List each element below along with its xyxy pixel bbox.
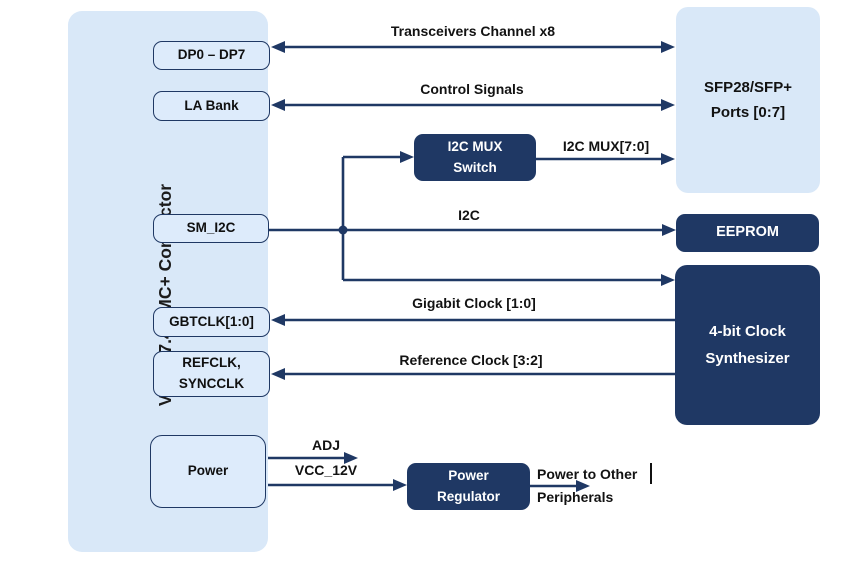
control-signals-arrow	[271, 99, 675, 111]
gigabit-clock-label: Gigabit Clock [1:0]	[412, 295, 536, 311]
i2c-mux-bus-arrow	[536, 153, 675, 165]
sfp-ports-block: SFP28/SFP+ Ports [0:7]	[676, 7, 820, 193]
power-regulator-block: Power Regulator	[407, 463, 530, 510]
vcc-12v-arrow	[266, 479, 407, 491]
i2c-label: I2C	[458, 207, 480, 223]
port-power: Power	[150, 435, 266, 508]
text-cursor	[650, 463, 652, 484]
control-signals-label: Control Signals	[420, 81, 524, 97]
reference-clock-arrow	[271, 368, 675, 380]
port-gbtclk: GBTCLK[1:0]	[153, 307, 270, 337]
gigabit-clock-arrow	[271, 314, 675, 326]
port-dp0-dp7: DP0 – DP7	[153, 41, 270, 70]
port-sm-i2c: SM_I2C	[153, 214, 269, 243]
adj-arrow	[266, 452, 358, 464]
clock-synthesizer-block: 4-bit Clock Synthesizer	[675, 265, 820, 425]
power-out-arrow	[530, 480, 590, 492]
power-out-label: Power to Other Peripherals	[537, 466, 638, 505]
reference-clock-label: Reference Clock [3:2]	[399, 352, 543, 368]
port-la-bank: LA Bank	[153, 91, 270, 121]
port-refclk-syncclk: REFCLK, SYNCCLK	[153, 351, 270, 397]
adj-label: ADJ	[311, 437, 340, 453]
i2c-to-eeprom-arrow	[343, 224, 676, 236]
transceivers-label: Transceivers Channel x8	[390, 23, 556, 39]
vcc-12v-label: VCC_12V	[294, 462, 358, 478]
i2c-to-clock-arrow	[343, 274, 675, 286]
eeprom-block: EEPROM	[676, 214, 819, 252]
i2c-mux-bus-label: I2C MUX[7:0]	[562, 138, 650, 154]
transceivers-arrow	[271, 41, 675, 53]
i2c-to-mux-arrow	[343, 151, 414, 163]
i2c-mux-switch-block: I2C MUX Switch	[414, 134, 536, 181]
